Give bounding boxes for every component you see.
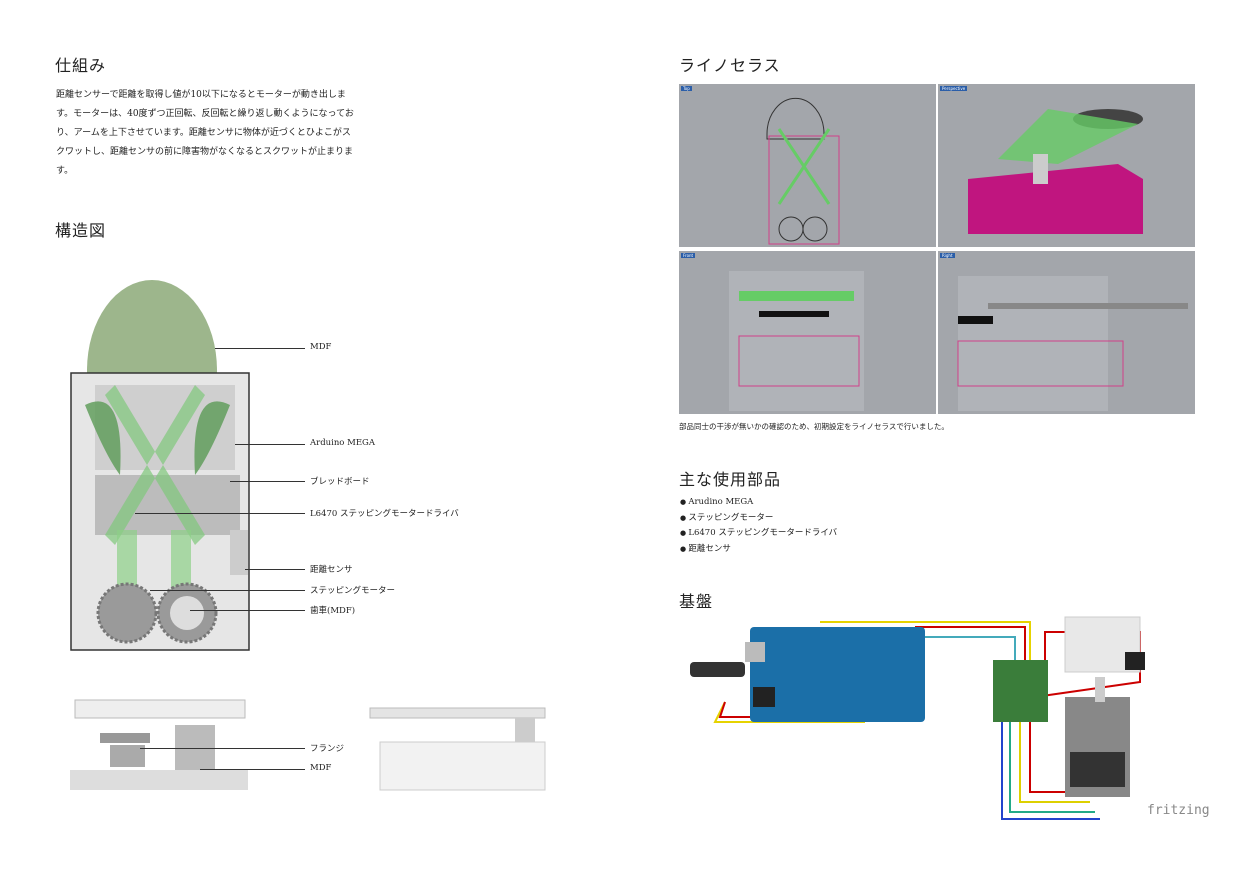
rhino-title: ライノセラス	[679, 56, 781, 75]
mechanism-title: 仕組み	[55, 56, 107, 75]
list-item: L6470 ステッピングモータードライバ	[680, 526, 837, 542]
label-arduino: Arduino MEGA	[310, 438, 375, 448]
board-title: 基盤	[679, 592, 714, 611]
side-view-diagram	[70, 699, 248, 790]
list-item: Arudino MEGA	[680, 495, 837, 511]
viewport-top[interactable]: Top	[679, 84, 936, 247]
label-breadboard: ブレッドボード	[310, 477, 370, 487]
viewport-perspective[interactable]: Perspective	[938, 84, 1195, 247]
viewport-front[interactable]: Front	[679, 251, 936, 414]
parts-list: Arudino MEGA ステッピングモーター L6470 ステッピングモーター…	[680, 495, 837, 557]
parts-title: 主な使用部品	[679, 470, 782, 489]
label-motor: ステッピングモーター	[310, 586, 396, 596]
list-item: ステッピングモーター	[680, 511, 837, 527]
list-item: 距離センサ	[680, 542, 837, 558]
label-sensor: 距離センサ	[310, 565, 353, 575]
label-mdf: MDF	[310, 342, 332, 352]
structure-diagram	[70, 280, 250, 651]
structure-title: 構造図	[55, 221, 107, 240]
viewport-right[interactable]: Right	[938, 251, 1195, 414]
rhino-caption: 部品同士の干渉が無いかの確認のため、初期設定をライノセラスで行いました。	[679, 422, 949, 431]
mechanism-text: 距離センサーで距離を取得し値が10以下になるとモーターが動き出します。モーターは…	[56, 90, 354, 176]
label-driver: L6470 ステッピングモータードライバ	[310, 509, 459, 519]
side-view-diagram-2	[369, 707, 546, 791]
label-gear: 歯車(MDF)	[310, 606, 356, 616]
label-flange: フランジ	[310, 744, 345, 754]
label-mdf-side: MDF	[310, 763, 332, 773]
fritzing-logo: fritzing	[1147, 803, 1210, 818]
fritzing-circuit	[690, 616, 1145, 820]
